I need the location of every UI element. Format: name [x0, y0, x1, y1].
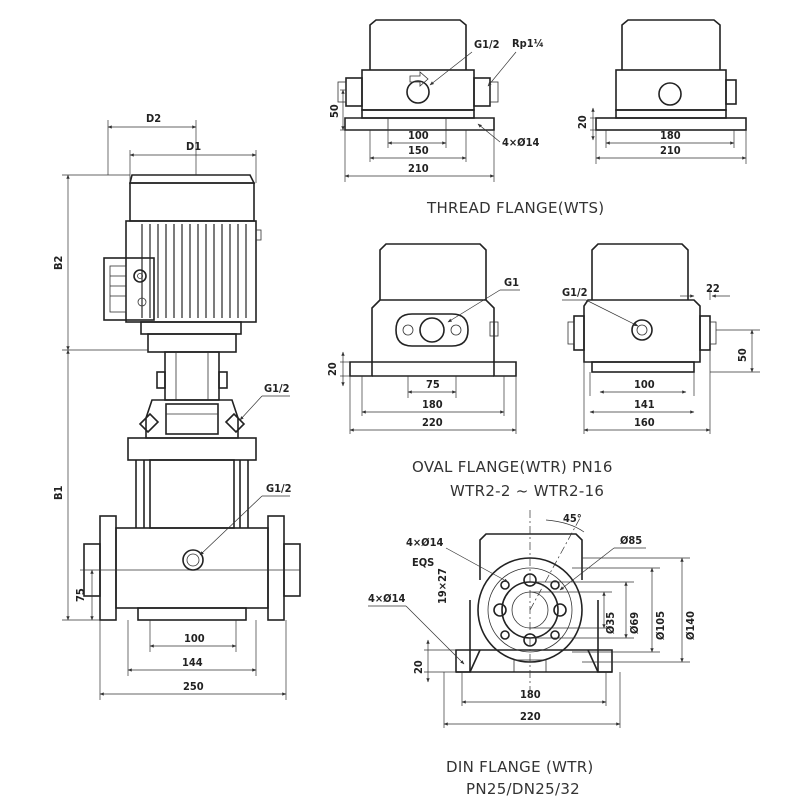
- title-din-flange-1: DIN FLANGE (WTR): [446, 758, 594, 776]
- din-label-holes: 4×Ø14: [406, 536, 443, 549]
- oval-side-dim-50: 50: [736, 348, 749, 362]
- din-angle: 45°: [563, 512, 582, 525]
- dim-100: 100: [184, 632, 205, 645]
- din-dim-d69: Ø69: [628, 612, 641, 634]
- thread-dim-50: 50: [328, 104, 341, 118]
- label-g12-drain: G1/2: [266, 482, 292, 495]
- thread-dim-210: 210: [408, 162, 429, 175]
- title-oval-flange-2: WTR2-2 ~ WTR2-16: [450, 482, 604, 500]
- dim-d2: D2: [146, 112, 161, 125]
- oval-dim-180: 180: [422, 398, 443, 411]
- din-label-eqs: EQS: [412, 556, 434, 569]
- oval-side-dim-141: 141: [634, 398, 655, 411]
- title-thread-flange: THREAD FLANGE(WTS): [426, 199, 604, 217]
- oval-flange-side-view: 100 141 160 50 22 G1/2: [562, 243, 760, 434]
- oval-dim-20: 20: [326, 362, 339, 376]
- oval-dim-75: 75: [426, 378, 440, 391]
- oval-dim-220: 220: [422, 416, 443, 429]
- din-dim-d35: Ø35: [604, 612, 617, 634]
- thread-label-g12: G1/2: [474, 38, 500, 51]
- oval-side-dim-160: 160: [634, 416, 655, 429]
- thread-side-dim-20: 20: [576, 115, 589, 129]
- din-dim-20: 20: [412, 660, 425, 674]
- din-dim-d140: Ø140: [684, 611, 697, 640]
- label-g12-vent: G1/2: [264, 382, 290, 395]
- thread-label-rp: Rp1¼: [512, 37, 544, 50]
- thread-flange-side-view: 20 180 210: [576, 19, 747, 164]
- dim-d1: D1: [186, 140, 201, 153]
- dim-250: 250: [183, 680, 204, 693]
- thread-label-holes: 4×Ø14: [502, 136, 539, 149]
- din-label-slot: 19×27: [436, 568, 449, 604]
- dim-144: 144: [182, 656, 203, 669]
- din-label-base-holes: 4×Ø14: [368, 592, 405, 605]
- thread-side-dim-210: 210: [660, 144, 681, 157]
- din-label-d85: Ø85: [620, 534, 642, 547]
- thread-dim-150: 150: [408, 144, 429, 157]
- dim-b1: B1: [52, 485, 65, 500]
- title-oval-flange-1: OVAL FLANGE(WTR) PN16: [412, 458, 613, 476]
- title-din-flange-2: PN25/DN25/32: [466, 780, 580, 798]
- thread-dim-100: 100: [408, 129, 429, 142]
- thread-side-dim-180: 180: [660, 129, 681, 142]
- dim-75: 75: [74, 588, 87, 602]
- pump-elevation-view: D2 D1 B2 B1 75 100 144 250 G1/2 G1/2: [52, 112, 301, 700]
- thread-flange-front-view: 50 100 150 210 G1/2 Rp1¼ 4×Ø14: [328, 19, 544, 182]
- dim-b2: B2: [52, 255, 65, 270]
- oval-side-dim-22: 22: [706, 282, 720, 295]
- oval-side-label-g12: G1/2: [562, 286, 588, 299]
- motor-cooling-fins: [141, 224, 247, 318]
- din-dim-180: 180: [520, 688, 541, 701]
- din-flange-view: 45° 4×Ø14 EQS Ø85 19×27 4×Ø14 Ø35 Ø69 Ø1…: [368, 510, 697, 728]
- oval-side-dim-100: 100: [634, 378, 655, 391]
- din-dim-220: 220: [520, 710, 541, 723]
- din-dim-d105: Ø105: [654, 611, 667, 640]
- oval-flange-front-view: 20 75 180 220 G1: [326, 243, 520, 434]
- oval-label-g1: G1: [504, 276, 519, 289]
